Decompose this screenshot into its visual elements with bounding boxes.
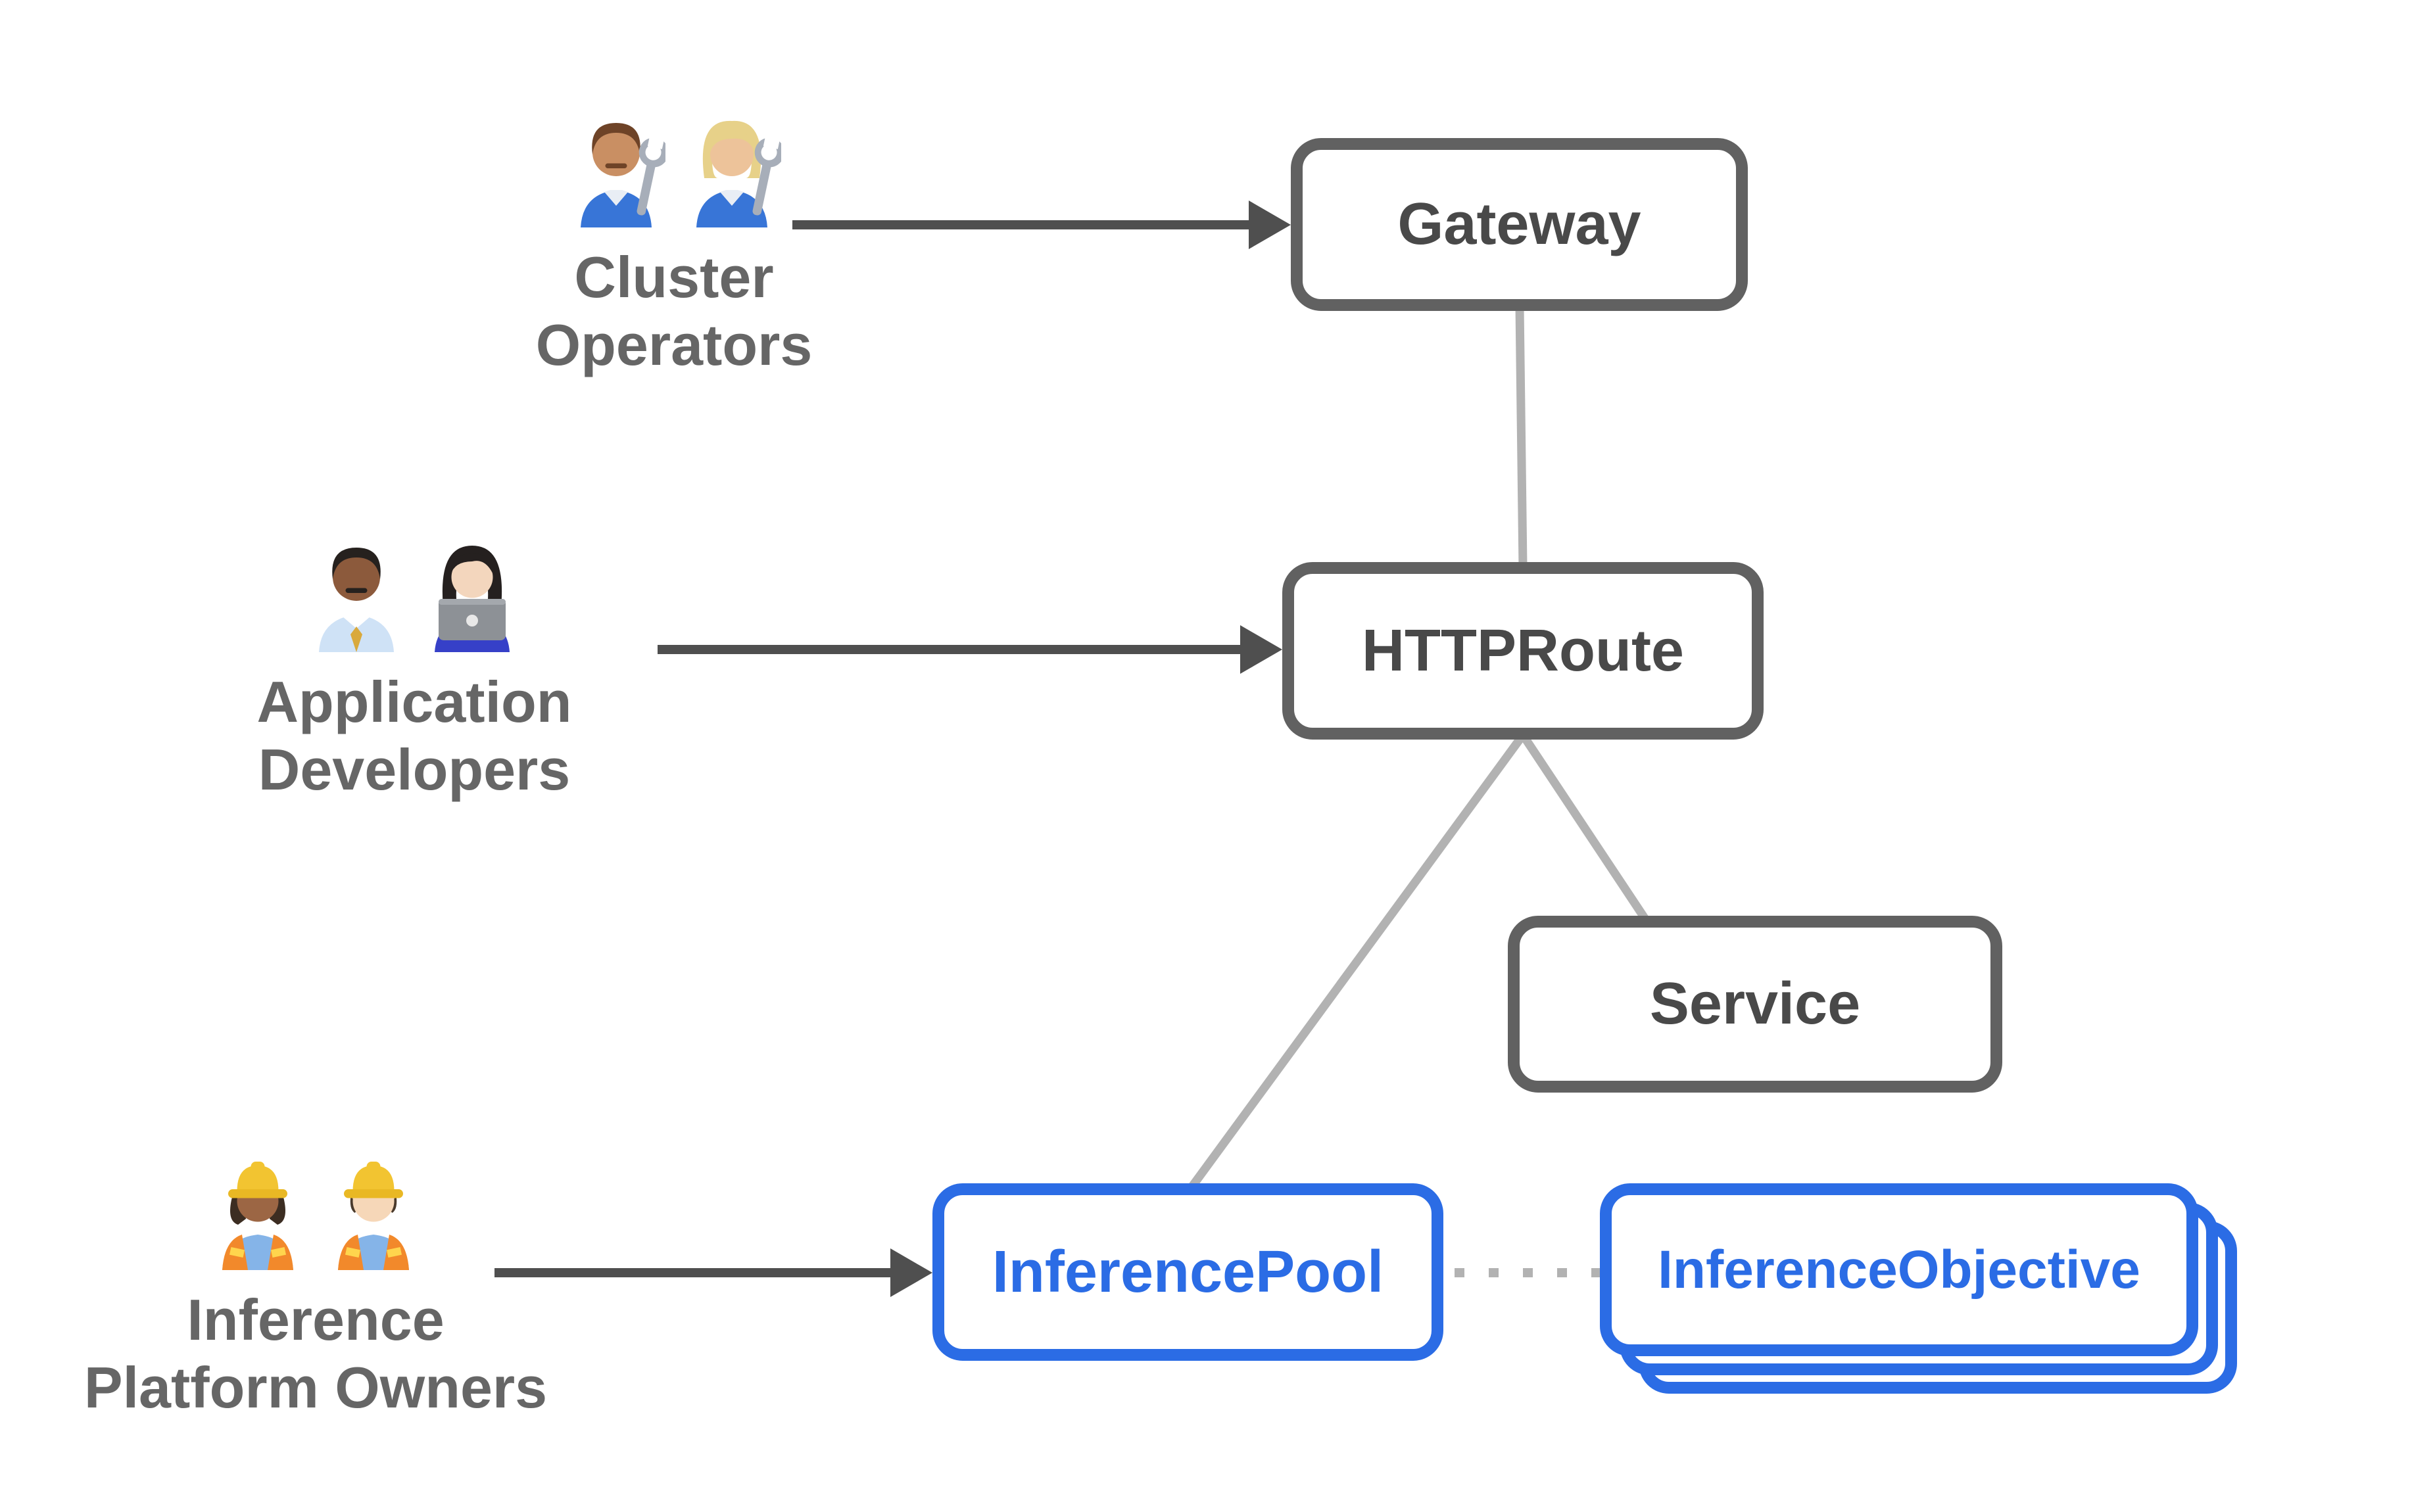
arrow-application-developers-to-httproute bbox=[658, 625, 1282, 674]
node-inference-objective-label: InferenceObjective bbox=[1658, 1239, 2140, 1300]
inference-platform-owners-icons bbox=[66, 1152, 566, 1270]
node-inference-pool-label: InferencePool bbox=[992, 1239, 1384, 1305]
actor-cluster-operators: Cluster Operators bbox=[424, 109, 924, 379]
node-inference-pool: InferencePool bbox=[932, 1183, 1443, 1361]
arrow-cluster-operators-to-gateway bbox=[792, 201, 1291, 249]
actor-label-line: Cluster bbox=[574, 245, 774, 310]
edge-httproute-service bbox=[1519, 732, 1649, 922]
actor-label-line: Application bbox=[256, 669, 572, 734]
actor-application-developers: Application Developers bbox=[164, 534, 664, 803]
woman-technologist-icon bbox=[435, 546, 510, 652]
node-gateway: Gateway bbox=[1291, 138, 1748, 311]
arrow-inference-platform-owners-to-inferencepool bbox=[494, 1248, 932, 1297]
cluster-operators-icons bbox=[424, 109, 924, 227]
node-service: Service bbox=[1508, 916, 2002, 1093]
actor-label-line: Operators bbox=[535, 312, 813, 377]
node-inference-objective: InferenceObjective bbox=[1600, 1183, 2198, 1356]
actor-label-line: Inference bbox=[187, 1287, 445, 1352]
node-httproute: HTTPRoute bbox=[1282, 562, 1764, 740]
application-developers-icons bbox=[164, 534, 664, 652]
arrow-head bbox=[1240, 625, 1282, 674]
woman-mechanic-icon bbox=[696, 120, 781, 227]
actor-label-line: Developers bbox=[258, 737, 571, 802]
edge-gateway-httproute bbox=[1515, 306, 1528, 567]
actor-inference-platform-owners: Inference Platform Owners bbox=[66, 1152, 566, 1421]
woman-construction-worker-icon bbox=[222, 1162, 293, 1270]
arrow-head bbox=[1249, 201, 1291, 249]
man-office-worker-icon bbox=[319, 548, 394, 652]
man-mechanic-icon bbox=[581, 123, 665, 227]
arrow-head bbox=[890, 1248, 932, 1297]
man-construction-worker-icon bbox=[338, 1162, 409, 1270]
actor-label-line: Platform Owners bbox=[84, 1355, 548, 1420]
node-service-label: Service bbox=[1649, 971, 1861, 1037]
node-httproute-label: HTTPRoute bbox=[1362, 617, 1684, 684]
node-gateway-label: Gateway bbox=[1397, 191, 1641, 257]
edge-httproute-inferencepool bbox=[1188, 732, 1527, 1190]
